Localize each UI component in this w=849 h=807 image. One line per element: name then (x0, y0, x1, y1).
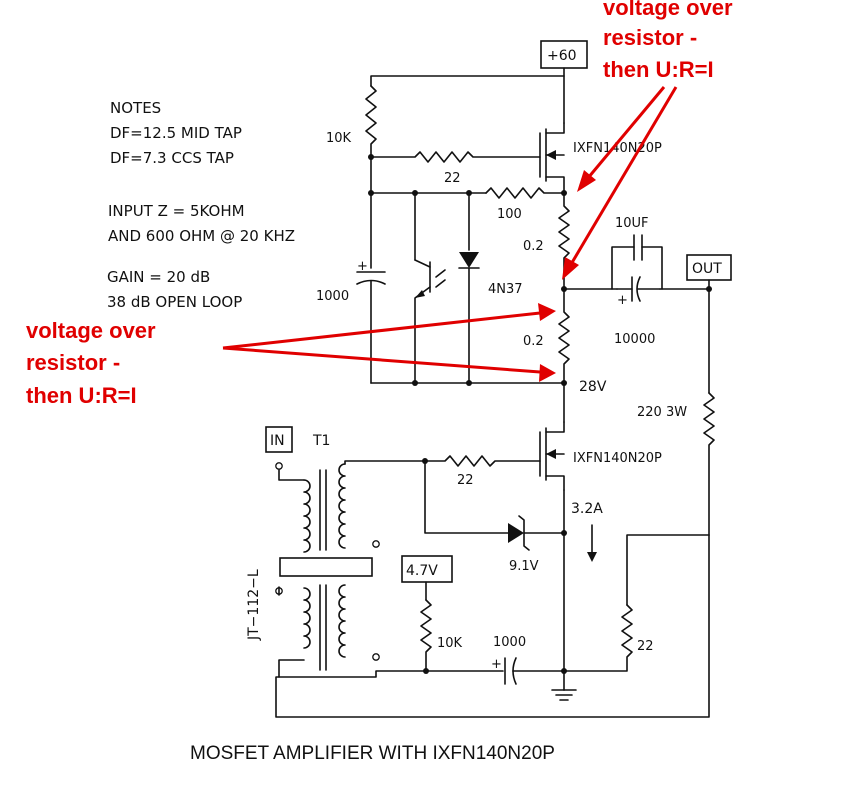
resistor-10k-top (365, 85, 377, 158)
annotation-top: voltage over resistor - then U:R=I (603, 0, 733, 82)
notes-line-3: DF=7.3 CCS TAP (110, 149, 234, 167)
r-220-label: 220 3W (637, 405, 687, 420)
resistor-22-mid (424, 455, 541, 467)
diagram-title: MOSFET AMPLIFIER WITH IXFN140N20P (190, 743, 555, 764)
r-22-mid-label: 22 (457, 473, 474, 488)
resistor-0-2-upper (558, 192, 570, 290)
plus-sign-left: + (357, 259, 368, 274)
r-10k-bottom-label: 10K (437, 636, 463, 651)
zener-label: 9.1V (509, 559, 539, 574)
r-0-2-b-label: 0.2 (523, 334, 544, 349)
r-0-2-a-label: 0.2 (523, 239, 544, 254)
annotation-top-line-1: voltage over (603, 0, 733, 20)
resistor-22-right (563, 604, 633, 672)
optocoupler-diode (458, 192, 480, 384)
bias-terminal: 4.7V (401, 555, 453, 583)
resistor-10k-bottom (420, 599, 432, 672)
out-label: OUT (692, 261, 722, 277)
plus-sign-bottom: + (491, 657, 502, 672)
c-10000-label: 10000 (614, 332, 655, 347)
mosfet-top-label: IXFN140N20P (573, 141, 662, 156)
capacitor-10uf (611, 234, 663, 290)
resistor-100 (485, 187, 565, 199)
bias-label: 4.7V (406, 563, 438, 579)
out-terminal: OUT (686, 254, 732, 281)
resistor-0-2-lower (558, 288, 570, 384)
plus-sign: + (617, 293, 628, 308)
annotation-top-arrows (562, 86, 678, 280)
annotation-left-arrows (222, 303, 556, 382)
current-label: 3.2A (571, 501, 603, 517)
gain-line-1: GAIN = 20 dB (107, 268, 210, 286)
annotation-left-line-1: voltage over (26, 318, 156, 343)
mid-voltage-label: 28V (579, 379, 607, 395)
gain-line-2: 38 dB OPEN LOOP (107, 293, 242, 311)
r-10k-top-label: 10K (326, 131, 352, 146)
annotation-left-line-3: then U:R=I (26, 383, 137, 408)
c-10uf-label: 10UF (615, 216, 649, 231)
ground-icon (551, 689, 577, 701)
capacitor-1000-left (356, 192, 386, 384)
notes-line-1: NOTES (110, 99, 161, 117)
c-1000-bottom-label: 1000 (493, 635, 526, 650)
input-z-line-1: INPUT Z = 5KOHM (108, 202, 245, 220)
supply-terminal: +60 (540, 40, 588, 69)
in-label: IN (270, 433, 285, 449)
r-22-right-label: 22 (637, 639, 654, 654)
capacitor-1000-bottom (504, 657, 565, 685)
resistor-220-3w (703, 392, 715, 536)
r-100-label: 100 (497, 207, 522, 222)
annotation-top-line-2: resistor - (603, 25, 697, 50)
capacitor-10000 (616, 276, 661, 302)
resistor-22-top (370, 151, 541, 163)
c-1000-left-label: 1000 (316, 289, 349, 304)
optocoupler-transistor (414, 259, 446, 384)
transformer-t1 (278, 460, 426, 678)
input-z-line-2: AND 600 OHM @ 20 KHZ (108, 227, 295, 245)
mosfet-top (539, 122, 565, 194)
opto-label: 4N37 (488, 282, 523, 297)
annotation-left: voltage over resistor - then U:R=I (26, 318, 156, 408)
transformer-model-label: JT−112−L (246, 569, 262, 641)
transformer-label: T1 (312, 433, 330, 449)
current-arrow-icon (587, 524, 597, 562)
mosfet-bottom (539, 421, 565, 491)
notes-block: NOTES DF=12.5 MID TAP DF=7.3 CCS TAP INP… (107, 99, 295, 311)
r-22-top-label: 22 (444, 171, 461, 186)
in-terminal: IN (265, 426, 293, 453)
supply-label: +60 (547, 48, 577, 64)
notes-line-2: DF=12.5 MID TAP (110, 124, 242, 142)
annotation-top-line-3: then U:R=I (603, 57, 714, 82)
mosfet-bottom-label: IXFN140N20P (573, 451, 662, 466)
annotation-left-line-2: resistor - (26, 350, 120, 375)
